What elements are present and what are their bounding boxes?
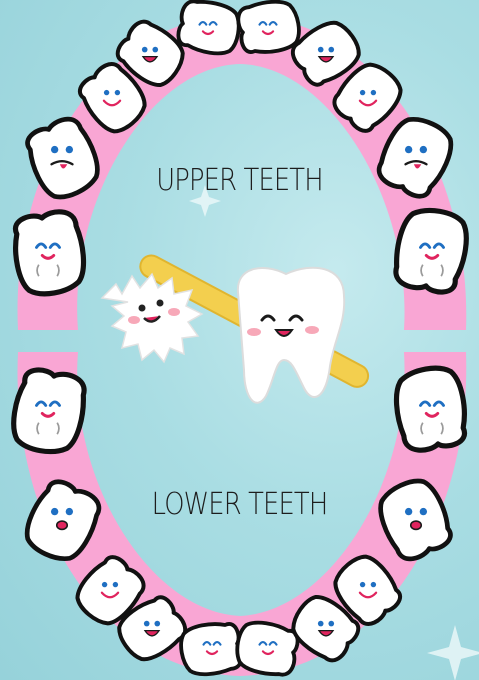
eye: [328, 47, 334, 53]
eye: [360, 582, 365, 587]
eye: [102, 582, 107, 587]
eye: [420, 146, 427, 153]
mouth: [411, 521, 422, 529]
toothbrush-illustration: [102, 252, 372, 403]
upper-teeth-label: UPPER TEETH: [34, 163, 446, 198]
eye: [360, 90, 365, 95]
eye: [318, 47, 324, 53]
eye: [328, 621, 334, 627]
eye: [405, 146, 412, 153]
mouth: [57, 521, 68, 529]
eye: [142, 47, 148, 53]
eye: [144, 621, 150, 627]
sparkle-icon: [427, 625, 479, 680]
eye: [152, 47, 158, 53]
eye: [113, 582, 118, 587]
eye: [318, 621, 324, 627]
eye: [371, 90, 376, 95]
eye: [115, 90, 120, 95]
eye: [371, 582, 376, 587]
eye: [66, 146, 73, 153]
eye: [51, 146, 58, 153]
eye: [104, 90, 109, 95]
lower-teeth-label: LOWER TEETH: [34, 487, 446, 522]
eye: [154, 621, 160, 627]
tooth-mascot: [238, 268, 344, 403]
